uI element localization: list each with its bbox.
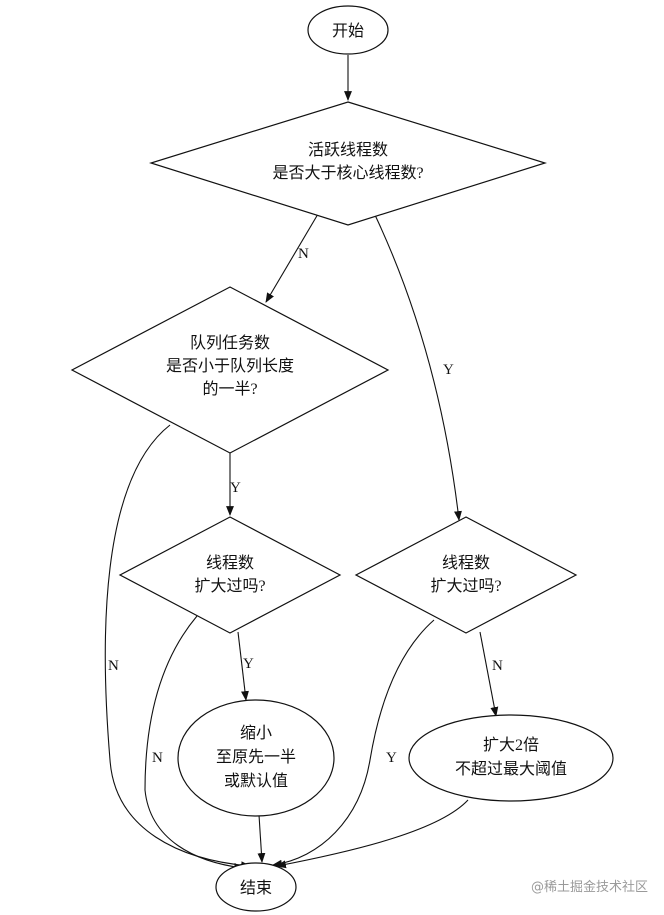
queue-decision-line-2: 是否小于队列长度: [166, 357, 294, 375]
edge-core-check-yes: [374, 214, 462, 521]
core-decision-line-1: 活跃线程数: [308, 141, 388, 159]
edge-label-queue-no: N: [108, 658, 119, 674]
left-decision-line-1: 线程数: [206, 554, 254, 572]
start-node: 开始: [307, 5, 389, 55]
queue-decision: 队列任务数 是否小于队列长度 的一半?: [70, 286, 390, 454]
edge-left-expanded-yes: [237, 631, 249, 701]
edge-core-check-no: [265, 213, 319, 303]
end-label: 结束: [240, 879, 272, 897]
right-decision-line-1: 线程数: [442, 554, 490, 572]
expand-line-1: 扩大2倍: [483, 736, 539, 754]
end-node: 结束: [215, 862, 297, 912]
edge-label-left-yes: Y: [243, 656, 254, 672]
expand-node: 扩大2倍 不超过最大阈值: [408, 714, 614, 802]
edge-shrink-to-end: [257, 814, 266, 863]
queue-decision-line-1: 队列任务数: [190, 334, 270, 352]
edge-label-left-no: N: [152, 750, 163, 766]
core-decision-line-2: 是否大于核心线程数?: [272, 164, 423, 182]
queue-decision-line-3: 的一半?: [202, 380, 257, 398]
right-expanded-decision: 线程数 扩大过吗?: [354, 516, 578, 634]
left-decision-line-2: 扩大过吗?: [194, 577, 265, 595]
start-label: 开始: [332, 22, 364, 40]
shrink-node: 缩小 至原先一半 或默认值: [177, 699, 335, 817]
edge-label-right-yes: Y: [386, 750, 397, 766]
edge-right-expanded-yes: [272, 619, 435, 868]
edge-label-right-no: N: [492, 658, 503, 674]
shrink-line-3: 或默认值: [224, 772, 288, 790]
edge-queue-check-no: [104, 424, 251, 870]
edge-label-core-yes: Y: [443, 362, 454, 378]
edge-label-queue-yes: Y: [230, 480, 241, 496]
shrink-line-2: 至原先一半: [216, 748, 296, 766]
edge-label-core-no: N: [298, 246, 309, 262]
edge-right-expanded-no: [479, 631, 499, 717]
left-expanded-decision: 线程数 扩大过吗?: [118, 516, 342, 634]
edge-expand-to-end: [276, 799, 469, 869]
shrink-line-1: 缩小: [240, 724, 272, 742]
core-threads-decision: 活跃线程数 是否大于核心线程数?: [148, 101, 548, 226]
right-decision-line-2: 扩大过吗?: [430, 577, 501, 595]
edge-left-expanded-no: [144, 615, 244, 871]
expand-line-2: 不超过最大阈值: [455, 760, 567, 778]
watermark-text: @稀土掘金技术社区: [531, 879, 648, 895]
